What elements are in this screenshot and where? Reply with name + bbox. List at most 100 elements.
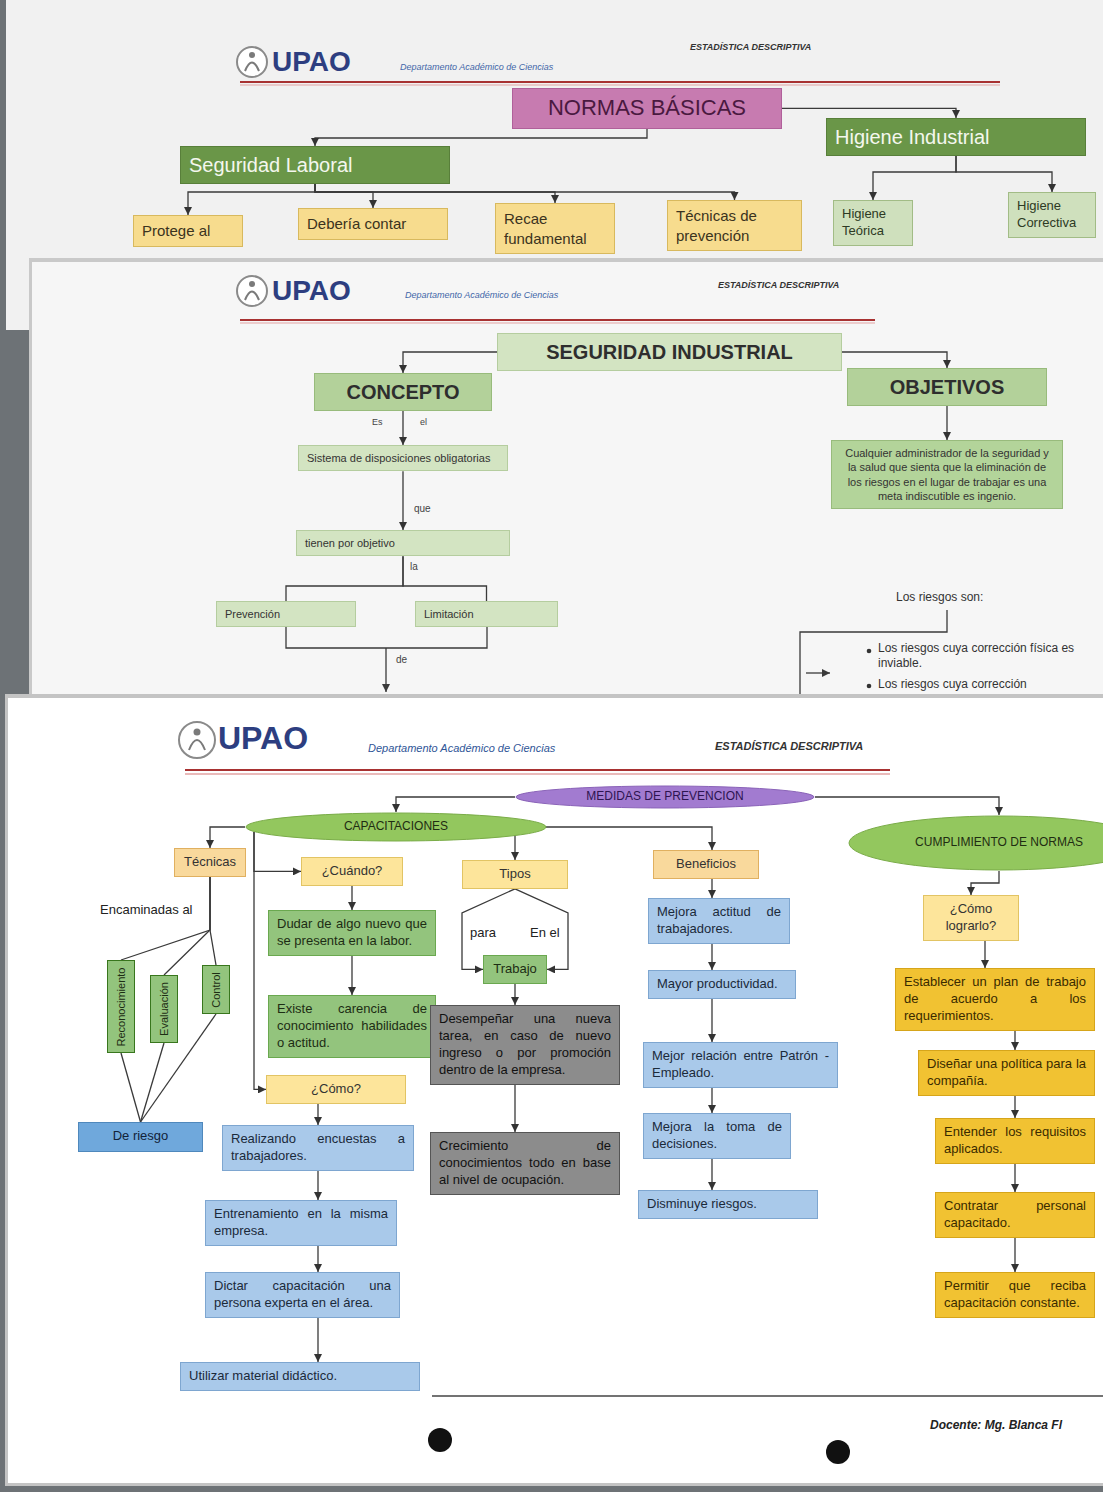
leader-arrow — [806, 672, 830, 673]
concept-box: Establecer un plan de trabajo de acuerdo… — [895, 968, 1095, 1031]
connector — [403, 352, 497, 373]
concept-box: Crecimiento de conocimientos todo en bas… — [430, 1132, 620, 1195]
node-text: ¿Cuándo? — [310, 863, 394, 880]
node-text: CONCEPTO — [323, 379, 483, 405]
university-logo — [237, 47, 267, 77]
logo-ring — [237, 276, 267, 306]
connector — [547, 827, 712, 850]
paper-sheet — [32, 262, 1103, 707]
edge-label: En el — [528, 925, 562, 941]
category-box: CONCEPTO — [314, 373, 492, 411]
bullet-dot — [867, 649, 872, 654]
connector — [711, 1088, 712, 1113]
connector — [210, 877, 216, 965]
node-text: Debería contar — [307, 214, 439, 234]
node-text: Utilizar material didáctico. — [189, 1368, 411, 1385]
node-text: Desempeñar una nueva tarea, en caso de n… — [439, 1011, 611, 1079]
node-text: Disminuye riesgos. — [647, 1196, 809, 1213]
concept-box: Desempeñar una nueva tarea, en caso de n… — [430, 1005, 620, 1085]
title-box: SEGURIDAD INDUSTRIAL — [497, 333, 842, 371]
node-text: Dudar de algo nuevo que se presenta en l… — [277, 916, 427, 950]
connector-word: de — [396, 654, 407, 667]
node-text: tienen por objetivo — [305, 536, 501, 550]
connector — [121, 877, 210, 960]
connector — [254, 832, 301, 871]
connector-word: que — [414, 503, 431, 516]
concept-box: Sistema de disposiciones obligatorias — [298, 445, 508, 471]
question-box: ¿Cómo lograrlo? — [923, 895, 1019, 941]
university-logo — [179, 722, 215, 758]
node-text: Mayor productividad. — [657, 976, 787, 993]
concept-box: Utilizar material didáctico. — [180, 1362, 420, 1391]
concept-box: Realizando encuestas a trabajadores. — [222, 1125, 414, 1171]
node-text: SEGURIDAD INDUSTRIAL — [506, 339, 833, 365]
node-text: Reconocimiento — [114, 967, 128, 1046]
node-text: Sistema de disposiciones obligatorias — [307, 451, 499, 465]
connector — [842, 352, 947, 368]
connector — [711, 944, 712, 970]
paper-shadow — [29, 258, 1103, 708]
connector — [315, 184, 555, 203]
connector-word: Encaminadas al — [100, 902, 193, 918]
vertical-box: Evaluación — [150, 975, 178, 1043]
note-text: Los riesgos son: — [896, 590, 983, 605]
connector-word: la — [410, 561, 418, 574]
concept-box: Mayor productividad. — [648, 970, 796, 999]
ellipse-shape — [246, 813, 546, 841]
node-text: Dictar capacitación una persona experta … — [214, 1278, 391, 1312]
header-rule — [240, 323, 875, 324]
concept-box: Trabajo — [483, 955, 547, 984]
question-box: Tipos — [462, 860, 568, 889]
logo-figure — [249, 52, 255, 58]
concept-box: tienen por objetivo — [296, 530, 510, 556]
node-text: Cualquier administrador de la seguridad … — [840, 446, 1054, 503]
concept-box: Recae fundamental — [495, 203, 615, 254]
concept-box: Permitir que reciba capacitación constan… — [935, 1272, 1095, 1318]
ellipse-shape — [516, 786, 814, 808]
node-text: Técnicas — [183, 854, 237, 871]
connector — [210, 827, 245, 848]
connector — [514, 984, 515, 1005]
node-text: CAPACITACIONES — [344, 819, 448, 835]
connector — [121, 1053, 141, 1122]
connector-word: Es — [372, 417, 383, 428]
logo-text: UPAO — [272, 273, 351, 308]
node-text: Recae fundamental — [504, 209, 606, 248]
node-text: Beneficios — [662, 856, 750, 873]
concept-box: Técnicas de prevención — [667, 200, 802, 251]
concept-box: Mejora la toma de decisiones. — [643, 1113, 791, 1159]
punch-hole — [428, 1428, 452, 1452]
node-text: Prevención — [225, 607, 347, 621]
connector — [286, 556, 403, 601]
concept-box: Limitación — [415, 601, 558, 627]
edge-label: para — [468, 925, 498, 941]
connector — [1014, 1031, 1015, 1050]
connector — [351, 886, 352, 910]
node-text: CUMPLIMIENTO DE NORMAS — [915, 835, 1083, 851]
node-text: Crecimiento de conocimientos todo en bas… — [439, 1138, 611, 1189]
connector — [164, 877, 210, 975]
connector — [1014, 1164, 1015, 1192]
connector — [946, 406, 947, 440]
connector — [711, 879, 712, 898]
connector — [971, 871, 999, 895]
node-text: NORMAS BÁSICAS — [521, 94, 773, 123]
course-title: ESTADÍSTICA DESCRIPTIVA — [690, 42, 811, 53]
node-text: Contratar personal capacitado. — [944, 1198, 1086, 1232]
header-rule — [240, 81, 1000, 83]
bullet-dot — [867, 684, 872, 689]
department-text: Departamento Académico de Ciencias — [368, 742, 555, 756]
node-text: Entrenamiento en la misma empresa. — [214, 1206, 388, 1240]
logo-text: UPAO — [218, 718, 308, 758]
logo-figure — [245, 63, 259, 72]
bullet-text: Los riesgos cuya corrección física es in… — [878, 641, 1078, 671]
header-rule — [240, 85, 1000, 86]
connector — [315, 184, 373, 208]
bullet-text: Los riesgos cuya corrección — [878, 677, 1027, 692]
author-footer: Docente: Mg. Blanca Fl — [930, 1418, 1062, 1433]
concept-box: Protege al — [133, 215, 243, 247]
department-text: Departamento Académico de Ciencias — [400, 62, 553, 73]
concept-box: Higiene Teórica — [833, 200, 913, 246]
course-title: ESTADÍSTICA DESCRIPTIVA — [718, 280, 839, 291]
question-box: ¿Cuándo? — [301, 857, 403, 886]
